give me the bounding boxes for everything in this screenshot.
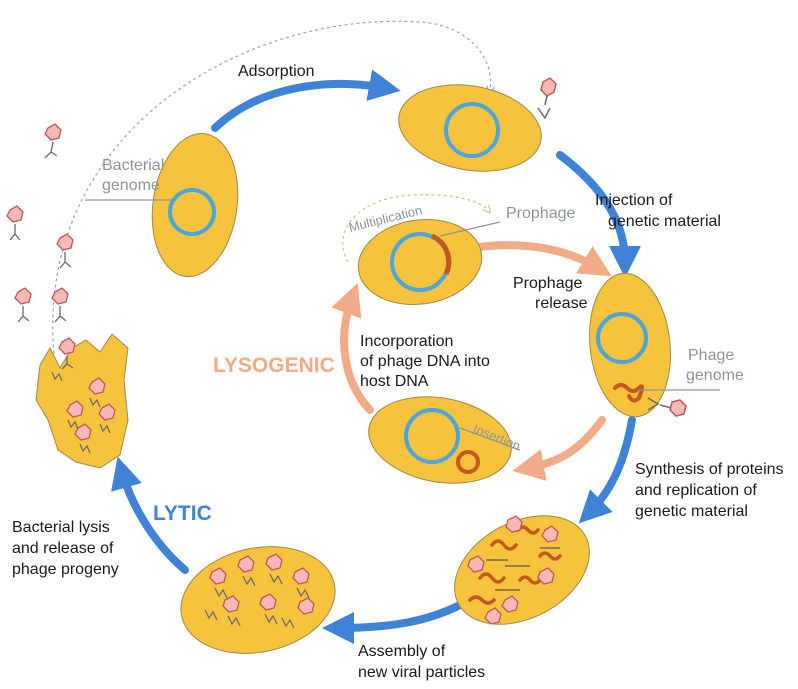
arrow-adsorption (211, 69, 401, 132)
label-injection-1: Injection of (595, 192, 673, 209)
label-synthesis-3: genetic material (635, 503, 748, 520)
label-lysis-2: and release of (12, 540, 114, 557)
lysogenic-cell-insertion (368, 396, 521, 484)
prophage-leader (439, 221, 501, 237)
lysogenic-cell-prophage (357, 219, 501, 305)
bacterial-cell-assembly (180, 546, 336, 654)
label-assembly-1: Assembly of (358, 643, 446, 660)
label-lysis-3: phage progeny (12, 561, 119, 578)
lytic-arrows (111, 69, 641, 644)
phage-dna-circle (456, 450, 480, 474)
label-bacterial-genome-1: Bacterial (102, 157, 164, 174)
bacterial-cell-lysed (35, 333, 129, 469)
prophage-segment (430, 233, 452, 276)
label-phage-genome-2: genome (686, 367, 744, 384)
released-phage (14, 287, 32, 323)
bacterial-cell-initial (151, 132, 239, 278)
arrow-incorporation (331, 283, 374, 414)
label-assembly-2: new viral particles (358, 664, 485, 681)
label-synthesis-1: Synthesis of proteins (635, 461, 784, 478)
label-lytic: LYTIC (153, 502, 212, 525)
bacterial-cell-injection (589, 272, 687, 418)
label-incorporation-2: of phage DNA into (360, 353, 490, 370)
arrow-lysis (111, 456, 189, 574)
released-phage (51, 287, 69, 323)
phage-attached-right (647, 397, 687, 417)
released-phage (6, 205, 24, 241)
label-incorporation-1: Incorporation (360, 333, 453, 350)
label-lysis-1: Bacterial lysis (12, 519, 110, 536)
multiplication-dashed-loop (342, 194, 488, 263)
bacterial-cell-adsorption (398, 77, 557, 172)
insertion-leader (459, 427, 521, 451)
label-injection-2: genetic material (608, 213, 721, 230)
arrow-synthesis (578, 416, 636, 524)
label-prophage: Prophage (506, 205, 575, 222)
released-phage (58, 337, 76, 370)
label-synthesis-2: and replication of (635, 482, 757, 499)
released-phage (44, 123, 62, 159)
released-phage (56, 233, 74, 269)
label-prophage-release-2: release (535, 295, 588, 312)
label-phage-genome-1: Phage (688, 347, 734, 364)
phage-attached-top (537, 77, 557, 120)
arrow-integration (512, 416, 606, 481)
phage-genome-strand (613, 383, 644, 403)
arrow-assembly (322, 601, 464, 644)
label-bacterial-genome-2: genome (102, 177, 160, 194)
label-lysogenic: LYSOGENIC (213, 354, 335, 377)
label-prophage-release-1: Prophage (513, 275, 582, 292)
released-phages (6, 123, 76, 370)
label-incorporation-3: host DNA (360, 373, 429, 390)
bacterial-cell-synthesis (454, 515, 590, 625)
label-adsorption: Adsorption (238, 63, 315, 80)
arrow-injection (556, 151, 641, 278)
